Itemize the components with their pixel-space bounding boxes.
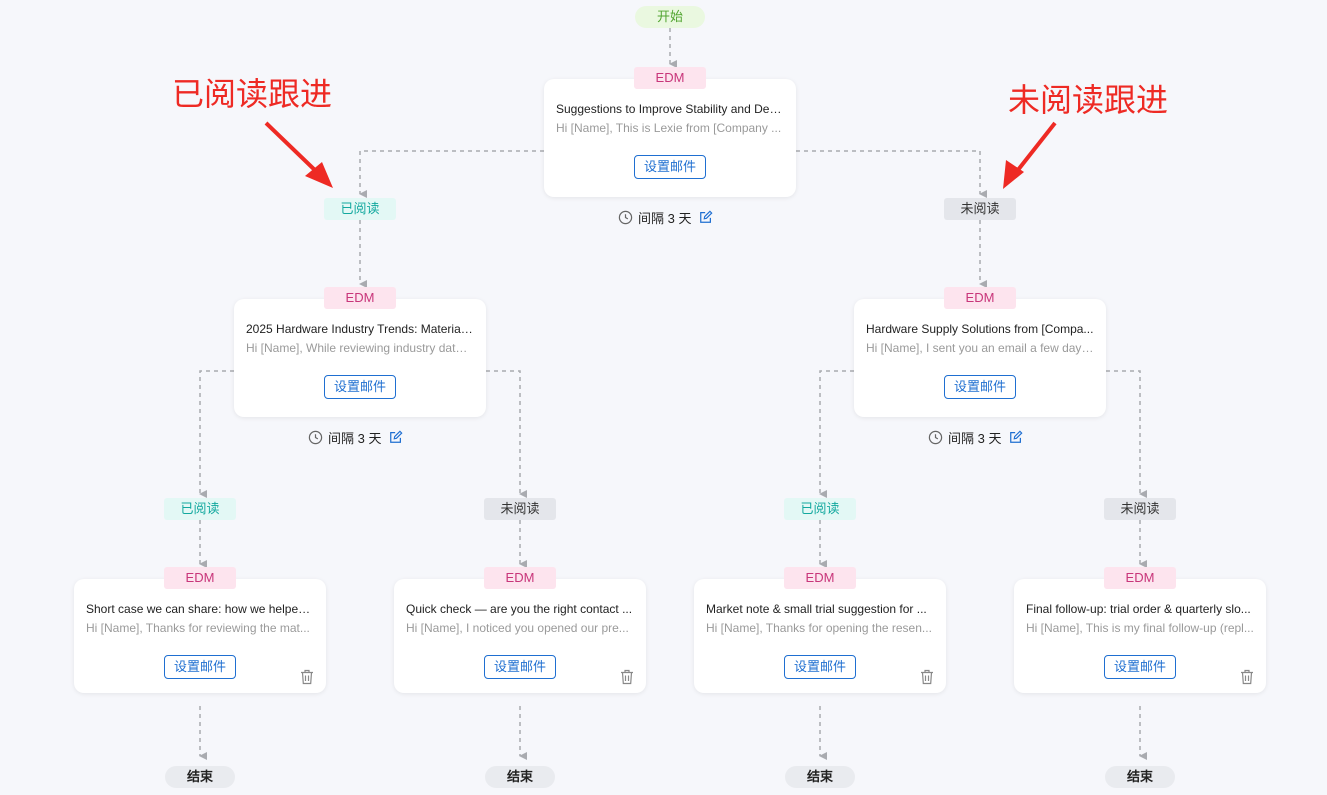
edm-card-leaf-1[interactable]: EDM Short case we can share: how we help…	[74, 567, 326, 693]
clock-icon	[308, 430, 323, 444]
connector-l2-unread-unread	[1106, 370, 1147, 498]
edm-card-leaf-3[interactable]: EDM Market note & small trial suggestion…	[694, 567, 946, 693]
edm-card-leaf-4[interactable]: EDM Final follow-up: trial order & quart…	[1014, 567, 1266, 693]
email-subject: Final follow-up: trial order & quarterly…	[1026, 602, 1251, 616]
set-email-button[interactable]: 设置邮件	[324, 375, 396, 399]
email-preview: Hi [Name], This is my final follow-up (r…	[1026, 621, 1254, 635]
email-subject: 2025 Hardware Industry Trends: Material …	[246, 322, 474, 336]
edm-tag: EDM	[944, 287, 1016, 309]
interval-unread-branch: 间隔 3 天	[928, 428, 1023, 446]
edm-tag: EDM	[784, 567, 856, 589]
trash-icon[interactable]	[300, 669, 314, 685]
trash-icon[interactable]	[920, 669, 934, 685]
connector-l2-unread-read	[819, 370, 854, 498]
connector-root-unread	[796, 150, 987, 198]
edm-card-leaf-2[interactable]: EDM Quick check — are you the right cont…	[394, 567, 646, 693]
read-condition-tag[interactable]: 已阅读	[784, 498, 856, 520]
edm-card-root[interactable]: EDM Suggestions to Improve Stability and…	[544, 67, 796, 197]
unread-condition-tag[interactable]: 未阅读	[944, 198, 1016, 220]
end-node[interactable]: 结束	[165, 766, 235, 788]
end-node[interactable]: 结束	[785, 766, 855, 788]
clock-icon	[618, 210, 633, 224]
edm-card-read-branch[interactable]: EDM 2025 Hardware Industry Trends: Mater…	[234, 287, 486, 417]
connector-l2-read-read	[199, 370, 234, 498]
trash-icon[interactable]	[620, 669, 634, 685]
email-subject: Market note & small trial suggestion for…	[706, 602, 927, 616]
set-email-button[interactable]: 设置邮件	[944, 375, 1016, 399]
edit-icon[interactable]	[699, 210, 713, 224]
set-email-button[interactable]: 设置邮件	[164, 655, 236, 679]
read-condition-tag[interactable]: 已阅读	[164, 498, 236, 520]
annotation-unread-followup: 未阅读跟进	[1008, 81, 1169, 119]
clock-icon	[928, 430, 943, 444]
set-email-button[interactable]: 设置邮件	[784, 655, 856, 679]
set-email-button[interactable]: 设置邮件	[1104, 655, 1176, 679]
interval-root: 间隔 3 天	[618, 208, 713, 226]
email-preview: Hi [Name], I noticed you opened our pre.…	[406, 621, 629, 635]
edm-card-unread-branch[interactable]: EDM Hardware Supply Solutions from [Comp…	[854, 287, 1106, 417]
email-subject: Hardware Supply Solutions from [Compa...	[866, 322, 1094, 336]
connector-l2-read-unread	[486, 370, 527, 498]
unread-condition-tag[interactable]: 未阅读	[1104, 498, 1176, 520]
edm-tag: EDM	[324, 287, 396, 309]
set-email-button[interactable]: 设置邮件	[484, 655, 556, 679]
edm-tag: EDM	[484, 567, 556, 589]
read-condition-tag[interactable]: 已阅读	[324, 198, 396, 220]
unread-condition-tag[interactable]: 未阅读	[484, 498, 556, 520]
annotation-read-followup: 已阅读跟进	[172, 75, 333, 113]
interval-text: 间隔 3 天	[948, 430, 1002, 446]
connector-root-read	[359, 150, 544, 198]
set-email-button[interactable]: 设置邮件	[634, 155, 706, 179]
edm-tag: EDM	[1104, 567, 1176, 589]
interval-text: 间隔 3 天	[328, 430, 382, 446]
start-node[interactable]: 开始	[635, 6, 705, 28]
email-subject: Quick check — are you the right contact …	[406, 602, 633, 616]
email-preview: Hi [Name], This is Lexie from [Company .…	[556, 121, 782, 135]
edit-icon[interactable]	[1009, 430, 1023, 444]
trash-icon[interactable]	[1240, 669, 1254, 685]
email-preview: Hi [Name], I sent you an email a few day…	[866, 341, 1094, 355]
email-subject: Suggestions to Improve Stability and Del…	[556, 102, 784, 116]
edm-tag: EDM	[164, 567, 236, 589]
end-node[interactable]: 结束	[485, 766, 555, 788]
interval-read-branch: 间隔 3 天	[308, 428, 403, 446]
end-node[interactable]: 结束	[1105, 766, 1175, 788]
edit-icon[interactable]	[389, 430, 403, 444]
email-preview: Hi [Name], Thanks for opening the resen.…	[706, 621, 932, 635]
interval-text: 间隔 3 天	[638, 210, 692, 226]
email-subject: Short case we can share: how we helped .…	[86, 602, 314, 616]
email-preview: Hi [Name], While reviewing industry data…	[246, 341, 474, 355]
email-preview: Hi [Name], Thanks for reviewing the mat.…	[86, 621, 310, 635]
edm-tag: EDM	[634, 67, 706, 89]
